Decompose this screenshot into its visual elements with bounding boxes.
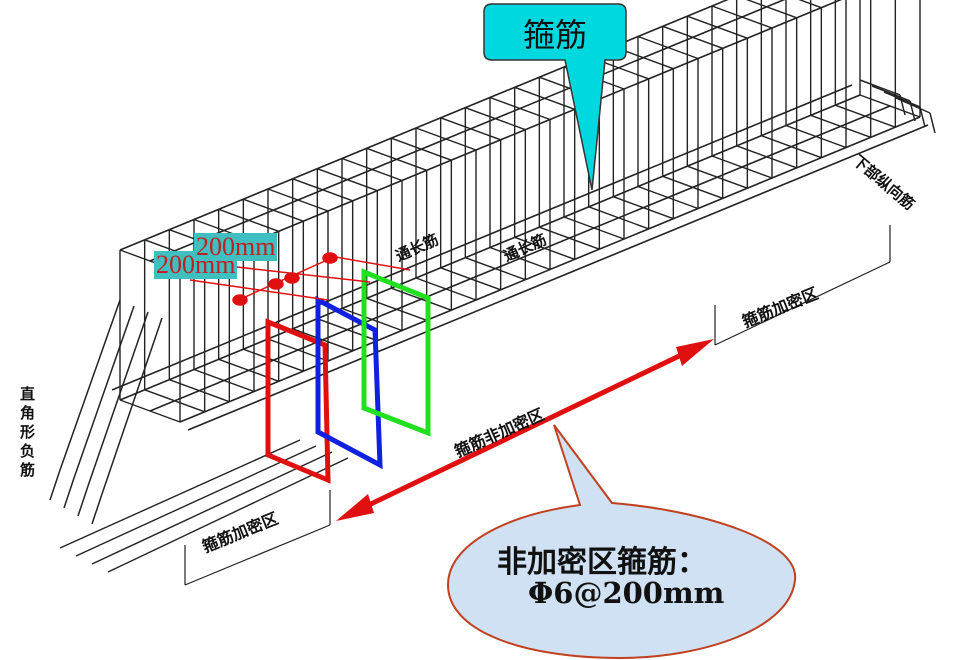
spec-callout: [446, 424, 797, 660]
red-stirrup: [265, 318, 331, 484]
dimension-label-2: 200mm: [194, 232, 278, 261]
spec-line-2: Φ6@200mm: [528, 576, 725, 610]
label-right-angle-neg-bar: 直角形负筋: [20, 385, 36, 479]
green-stirrup: [361, 268, 431, 437]
dimension-lines: [189, 252, 411, 306]
non-dense-span-arrow: [336, 339, 714, 521]
stirrup-callout-label: 箍筋: [522, 16, 587, 54]
blue-stirrup: [315, 295, 383, 470]
spec-line-1: 非加密区箍筋：: [497, 545, 707, 580]
stirrup-callout: [483, 3, 627, 191]
